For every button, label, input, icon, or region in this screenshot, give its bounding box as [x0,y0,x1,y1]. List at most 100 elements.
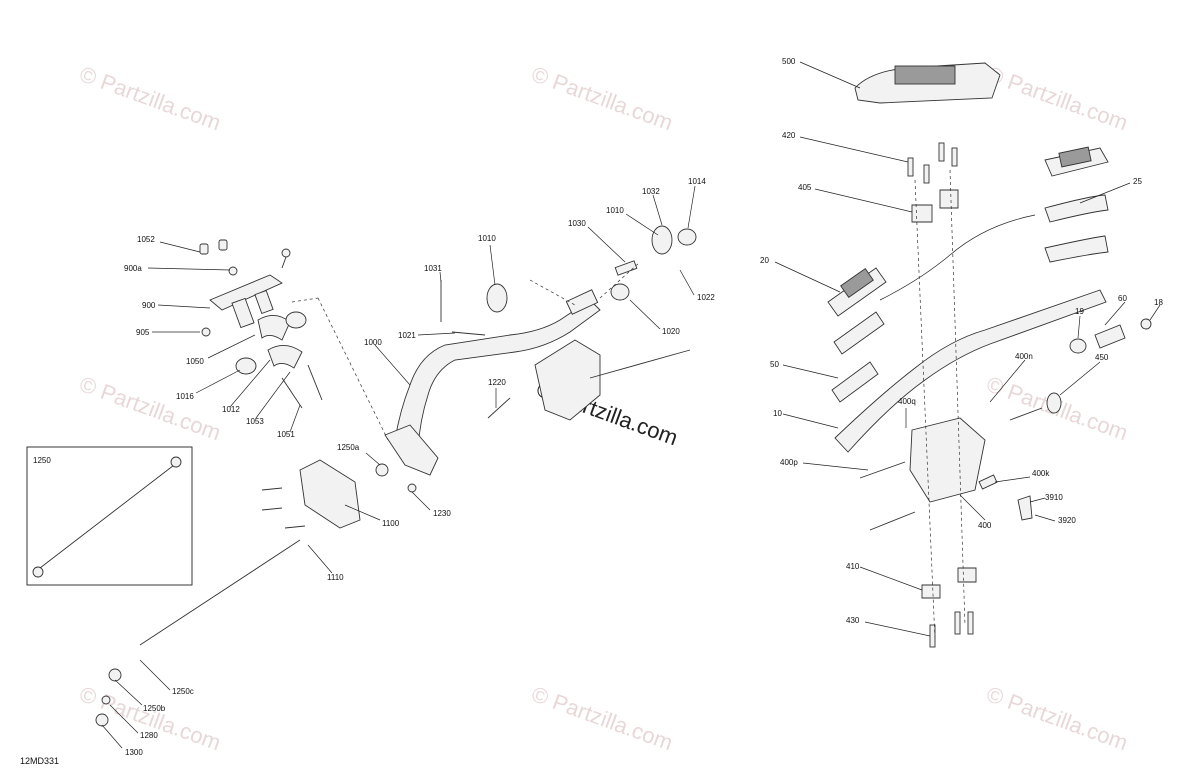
label-1010: 1010 [478,234,496,243]
assembly-line [949,169,966,626]
column-base-shape [384,424,439,476]
label-10: 10 [773,409,782,418]
label-1250-inset: 1250 [33,456,51,465]
grip-end-shape [1094,324,1126,349]
sleeve-shape [565,289,599,315]
label-50: 50 [770,360,779,369]
steering-box-shape [534,339,601,421]
assembly-line [317,297,389,441]
bolt-head-shape [281,248,291,258]
bolt-shape [281,377,303,409]
label-1050: 1050 [186,357,204,366]
inset-frame [26,446,193,586]
label-405: 405 [798,183,812,192]
plug-shape [1069,338,1087,354]
label-1053: 1053 [246,417,264,426]
rod-end-shape [170,456,182,468]
label-400: 400 [978,521,992,530]
ring-shape [610,283,630,301]
label-1300: 1300 [125,748,143,757]
bolt-shape [1009,407,1043,421]
bushing-half-shape [651,225,673,255]
label-19: 19 [1075,307,1084,316]
drawing-code: 12MD331 [20,756,59,766]
clamp-shape [911,204,933,223]
label-410: 410 [846,562,860,571]
watermark: © Partzilla.com [528,681,676,755]
washer-shape [1046,392,1062,414]
bolt-shape [967,611,974,635]
stud-shape [228,266,238,276]
bolt-shape [451,331,486,336]
pin-shape [614,260,638,276]
label-400k: 400k [1032,469,1050,478]
label-1052: 1052 [137,235,155,244]
bushing-shape [285,311,307,329]
label-1031: 1031 [424,264,442,273]
nut-shape [218,239,228,251]
inset-box [26,446,193,586]
label-1100: 1100 [382,519,400,528]
washer-shape [407,483,417,493]
clamp-assembly [199,239,389,441]
latch-shape [1017,495,1033,521]
handlebar-shape [834,289,1107,453]
cover-shape [299,459,361,529]
label-400q: 400q [898,397,916,406]
clip-shape [1140,318,1152,330]
label-1010: 1010 [606,206,624,215]
label-1021: 1021 [398,331,416,340]
bolt-shape [487,397,511,419]
watermark: © Partzilla.com [983,681,1131,755]
pad-trim-shape [894,65,956,85]
assembly-line [914,179,936,641]
label-1000: 1000 [364,338,382,347]
label-20: 20 [760,256,769,265]
bolt-shape [307,364,323,401]
watermark: © Partzilla.com [983,61,1131,135]
riser-block-shape [909,417,986,503]
rod-end-shape [108,668,122,682]
label-1250c: 1250c [172,687,194,696]
drop-shaft [95,459,389,727]
clamp-shape [939,189,959,209]
clamp-lower-shape [267,345,303,369]
label-1220: 1220 [488,378,506,387]
screw-shape [907,157,914,177]
spacer-shape [231,297,255,329]
bolt-shape [929,624,936,648]
tie-rod-shape [589,349,691,379]
label-1020: 1020 [662,327,680,336]
steering-column [384,225,697,493]
nut-shape [199,243,209,255]
label-1032: 1032 [642,187,660,196]
nut-shape [95,713,109,727]
label-60: 60 [1118,294,1127,303]
label-18: 18 [1154,298,1163,307]
label-1022: 1022 [697,293,715,302]
label-1030: 1030 [568,219,586,228]
rod-end-shape [32,566,44,578]
label-400n: 400n [1015,352,1033,361]
clamp-upper-shape [257,315,291,341]
handlebar-assembly [827,62,1152,648]
bolt-shape [859,461,906,479]
part-labels: 1052 900a 900 905 1050 1016 1012 1053 10… [20,57,1163,766]
label-450: 450 [1095,353,1109,362]
washer-shape [101,695,111,705]
tie-rod-assembly-shape [39,461,179,569]
screw-shape [938,142,945,162]
label-1012: 1012 [222,405,240,414]
screw-shape [261,487,283,491]
bolt-shape [869,511,916,531]
bolt-shank-shape [281,256,287,269]
label-1230: 1230 [433,509,451,518]
grip-pattern-shape [1058,146,1092,168]
label-1051: 1051 [277,430,295,439]
label-25: 25 [1133,177,1142,186]
watermark: © Partzilla.com [528,61,676,135]
label-420: 420 [782,131,796,140]
label-3920: 3920 [1058,516,1076,525]
watermark: © Partzilla.com [76,371,224,445]
